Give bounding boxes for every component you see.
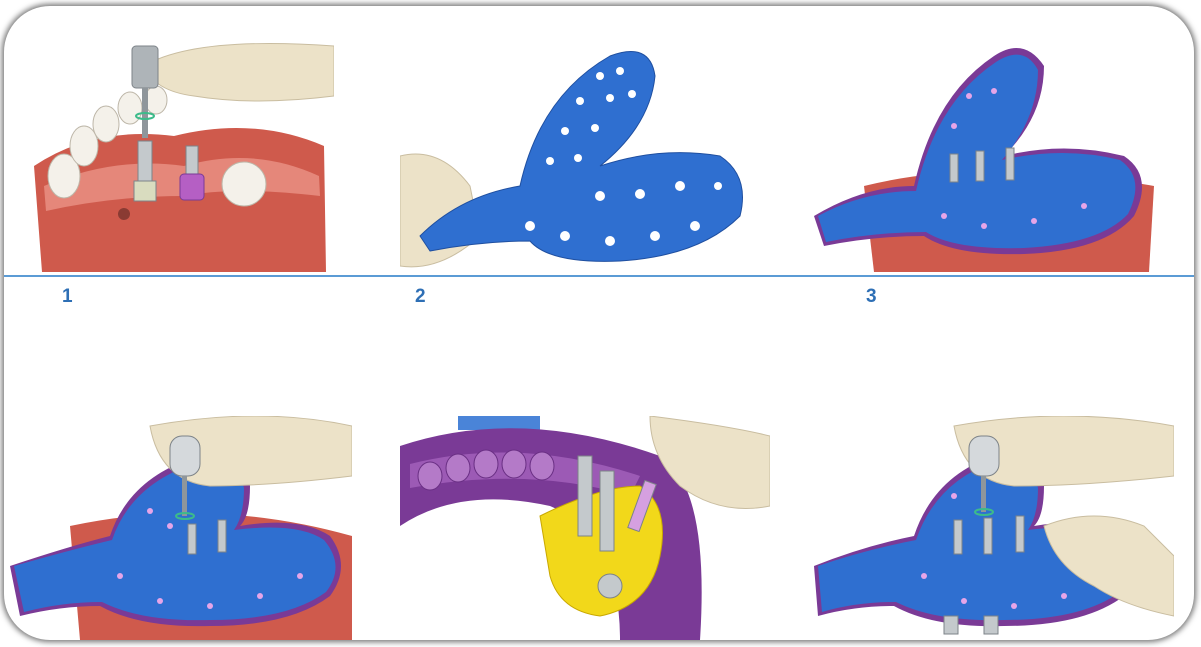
panel-2-image <box>400 36 750 272</box>
row-divider <box>4 275 1194 277</box>
panel-5-image <box>400 416 770 640</box>
illustration-card: 1 2 3 <box>4 6 1194 640</box>
panel-1-image <box>34 36 334 272</box>
step-number-3: 3 <box>866 286 877 308</box>
step-number-1: 1 <box>62 286 73 308</box>
panel-3-image <box>804 36 1164 272</box>
panel-6-image <box>804 416 1174 640</box>
step-number-2: 2 <box>415 286 426 308</box>
panel-4-image <box>10 416 352 640</box>
